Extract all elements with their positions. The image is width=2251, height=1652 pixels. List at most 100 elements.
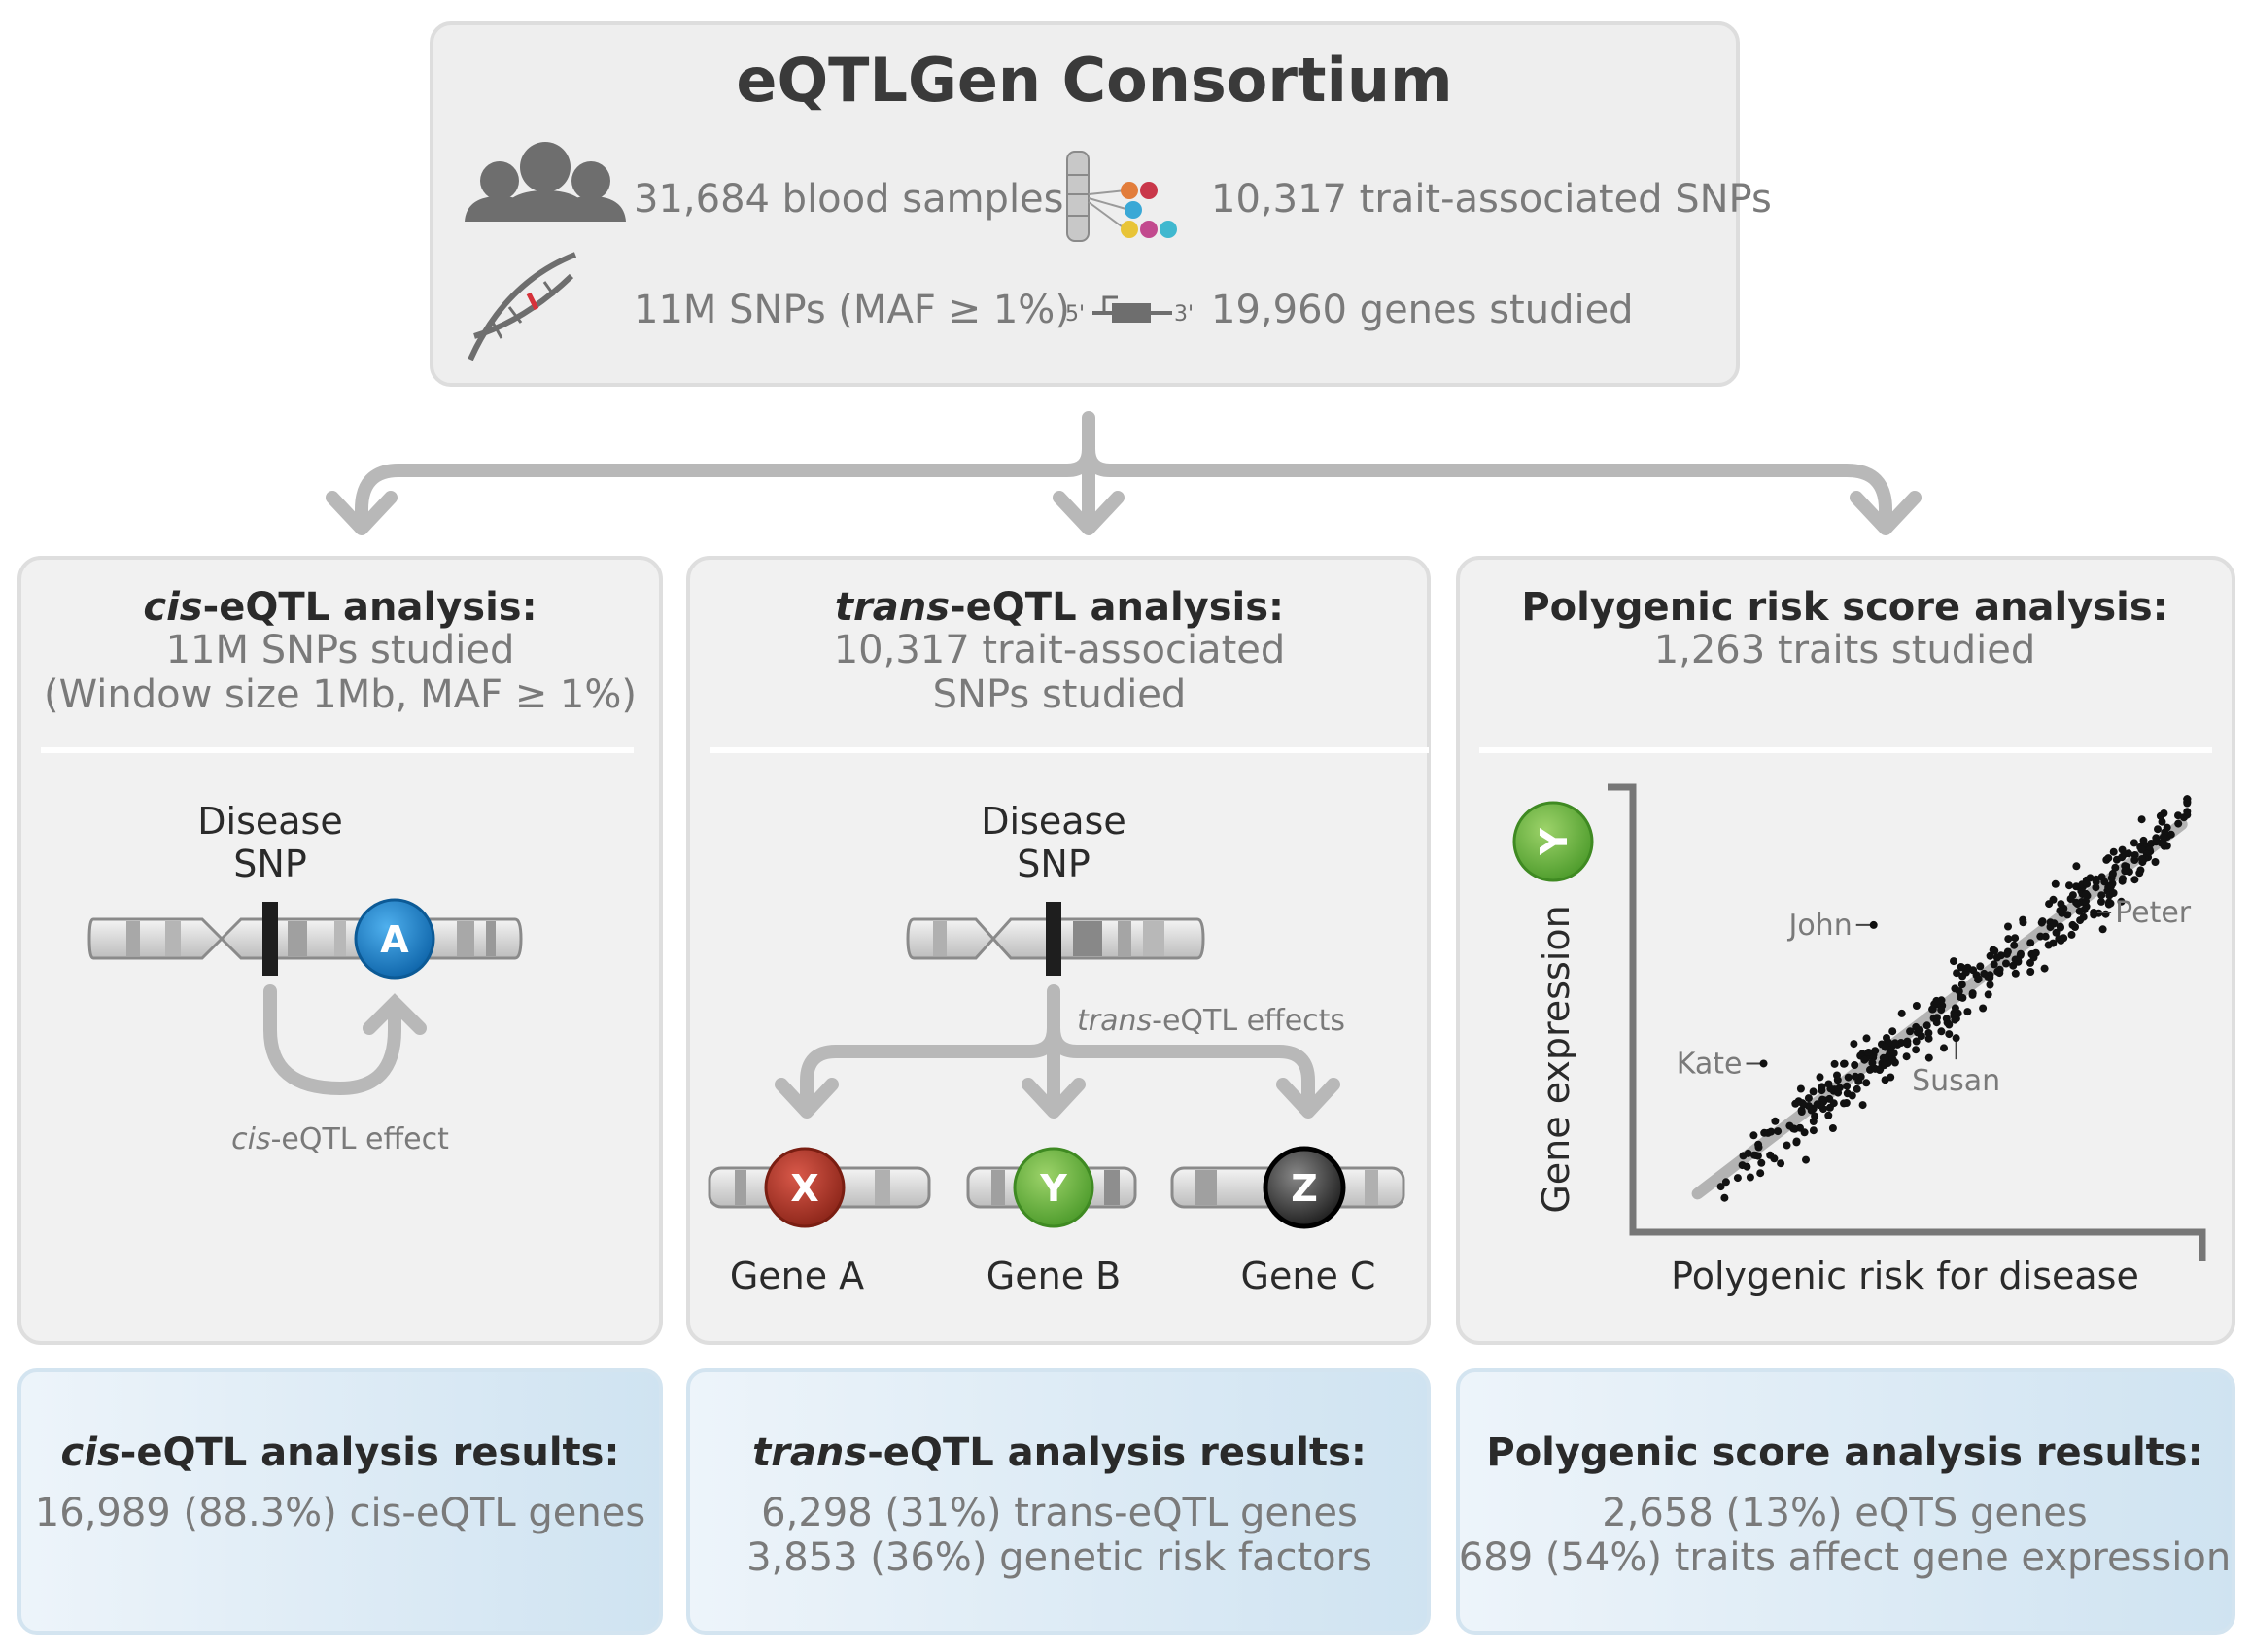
scatter-point — [1774, 1127, 1783, 1136]
scatter-point — [2136, 866, 2145, 875]
trans-result-line2: 3,853 (36%) genetic risk factors — [746, 1535, 1372, 1580]
chromosome-traits-icon — [1066, 151, 1177, 242]
scatter-point — [2063, 911, 2072, 919]
scatter-point — [2051, 879, 2060, 888]
scatter-point — [1852, 1072, 1859, 1081]
prs-title: Polygenic risk score analysis: — [1521, 585, 2167, 630]
prs-result-line1: 2,658 (13%) eQTS genes — [1602, 1491, 2088, 1535]
scatter-point — [1804, 1094, 1813, 1103]
scatter-point — [2072, 882, 2081, 891]
scatter-point — [2166, 830, 2175, 839]
scatter-point — [1995, 965, 2004, 974]
scatter-point — [1816, 1073, 1824, 1082]
scatter-point — [1903, 1037, 1912, 1046]
annotation-kate: Kate — [1677, 1047, 1743, 1081]
scatter-point — [2130, 876, 2139, 884]
scatter-point — [2060, 934, 2068, 943]
scatter-point — [1890, 1039, 1899, 1048]
scatter-point — [2057, 923, 2064, 932]
scatter-point — [2151, 858, 2160, 866]
scatter-point — [1767, 1127, 1776, 1136]
scatter-point — [2156, 811, 2164, 820]
scatter-point — [2137, 855, 2146, 863]
cis-line1: 11M SNPs studied — [166, 628, 515, 672]
trans-result-box: trans-eQTL analysis results: 6,298 (31%)… — [686, 1368, 1431, 1635]
gene-z-marker — [1263, 1146, 1346, 1229]
scatter-point — [1864, 1049, 1873, 1056]
gene-c-label: Gene C — [1241, 1255, 1376, 1297]
people-icon — [465, 142, 626, 222]
scatter-point — [2075, 907, 2084, 915]
scatter-point — [1951, 1004, 1959, 1013]
scatter-point — [2082, 889, 2091, 898]
gene-a-letter: A — [380, 918, 409, 961]
scatter-point — [1824, 1111, 1833, 1119]
scatter-point — [1868, 1058, 1877, 1067]
annotation-susan: Susan — [1912, 1064, 2000, 1098]
scatter-point — [2097, 891, 2106, 900]
cis-title: cis-eQTL analysis: — [143, 585, 537, 630]
scatter-point — [1721, 1178, 1730, 1187]
scatter-point — [2040, 964, 2049, 973]
branch-arrows — [326, 411, 1922, 535]
scatter-point — [2159, 833, 2167, 842]
annotation-peter: Peter — [2115, 896, 2192, 930]
scatter-point — [1879, 1053, 1887, 1062]
scatter-point — [2104, 900, 2113, 909]
scatter-point — [2097, 873, 2106, 881]
gene-b-label: Gene B — [987, 1255, 1121, 1297]
scatter-point — [2101, 910, 2110, 918]
trans-snp-label-2: SNP — [1017, 843, 1090, 885]
scatter-point — [2049, 939, 2058, 947]
scatter-point — [1937, 1027, 1946, 1036]
trans-panel: trans-eQTL analysis: 10,317 trait-associ… — [686, 556, 1431, 1345]
scatter-point — [2083, 879, 2092, 888]
trans-result-title: trans-eQTL analysis results: — [752, 1430, 1367, 1475]
scatter-point — [1796, 1084, 1805, 1093]
scatter-point — [1824, 1080, 1833, 1088]
scatter-point — [2092, 875, 2100, 883]
prs-gene-letter: Y — [1533, 828, 1576, 856]
scatter-point — [2002, 959, 2010, 968]
scatter-point — [1853, 1084, 1861, 1093]
scatter-point — [2098, 925, 2107, 934]
scatter-point — [1906, 1027, 1915, 1036]
gene-x-marker — [764, 1147, 846, 1228]
scatter-point — [1716, 1183, 1725, 1191]
scatter-point — [2111, 863, 2120, 872]
scatter-point — [1750, 1151, 1758, 1159]
trans-line1: 10,317 trait-associated — [834, 628, 1286, 672]
scatter-point — [2026, 939, 2035, 947]
scatter-point — [2019, 918, 2027, 927]
scatter-point — [1840, 1059, 1848, 1068]
scatter-point — [1856, 1073, 1865, 1081]
scatter-point — [1902, 1052, 1911, 1061]
scatter-point — [1912, 1002, 1921, 1010]
scatter-point — [1888, 1055, 1897, 1064]
scatter-point — [1771, 1117, 1780, 1125]
scatter-point — [1756, 1169, 1765, 1178]
scatter-point — [1937, 1006, 1946, 1015]
scatter-point — [1800, 1128, 1809, 1137]
scatter-point — [1809, 1087, 1818, 1096]
scatter-point — [1979, 1004, 1988, 1013]
scatter-point — [2011, 934, 2020, 943]
scatter-point — [2130, 856, 2139, 864]
scatter-point — [1797, 1108, 1806, 1116]
cis-panel: cis-eQTL analysis: 11M SNPs studied (Win… — [17, 556, 663, 1345]
annotated-point — [2090, 908, 2098, 916]
scatter-point — [2118, 845, 2127, 854]
scatter-point — [1932, 996, 1941, 1005]
dna-icon — [468, 252, 577, 361]
trans-result-line1: 6,298 (31%) trans-eQTL genes — [761, 1491, 1358, 1535]
annotation-john: John — [1786, 909, 1852, 943]
chart-axes — [1608, 783, 2206, 1261]
scatter-point — [1851, 1061, 1859, 1069]
scatter-point — [1945, 1030, 1954, 1039]
gene-y-letter: Y — [1039, 1167, 1067, 1210]
scatter-point — [1860, 1055, 1869, 1064]
scatter-point — [2130, 839, 2138, 847]
scatter-point — [2004, 922, 2012, 931]
cis-snp-label-1: Disease — [197, 800, 342, 843]
